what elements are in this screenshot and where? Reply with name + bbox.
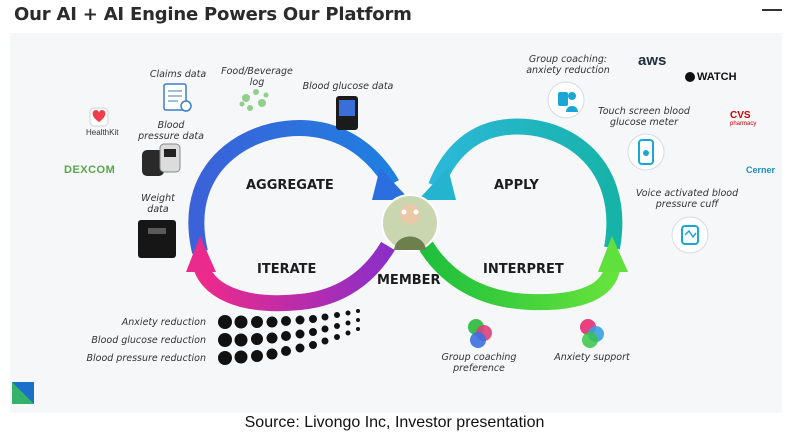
coaching-icon <box>547 81 585 119</box>
slide-title: Our AI + AI Engine Powers Our Platform <box>14 4 412 25</box>
dexcom-logo: DEXCOM <box>64 164 116 176</box>
infinity-loop-diagram <box>12 72 709 404</box>
apple-logo-icon <box>685 72 695 82</box>
claims-data-label: Claims data <box>149 69 207 80</box>
apple-watch-logo: WATCH <box>697 71 737 83</box>
weight-data-label: Weight data <box>141 193 175 215</box>
healthkit-label: HealthKit <box>86 128 119 137</box>
interpret-arrowhead <box>598 236 628 272</box>
cvs-logo: CVS <box>730 110 751 121</box>
menu-dash <box>762 9 782 11</box>
iterate-arc <box>192 241 395 312</box>
touch-meter-icon <box>627 133 665 171</box>
food-log-label: Food/Beverage log <box>221 66 293 88</box>
interpret-arc <box>419 241 621 311</box>
center-member-label: MEMBER <box>377 273 441 288</box>
glucose-meter-icon <box>336 96 358 130</box>
group-coaching-preference-label: Group coaching preference <box>441 352 517 374</box>
coaching-label: Group coaching: anxiety reduction <box>526 54 610 76</box>
group-coaching-preference-icon <box>468 319 492 348</box>
bp-cuff-label: Voice activated blood pressure cuff <box>635 188 739 210</box>
bp-cuff-icon <box>671 216 709 254</box>
iterate-item: Blood glucose reduction <box>91 335 206 346</box>
iterate-item: Blood pressure reduction <box>86 353 206 364</box>
aggregate-arc <box>188 120 399 254</box>
cerner-logo: Cerner <box>746 165 776 175</box>
food-log-icon <box>239 89 269 111</box>
anxiety-support-label: Anxiety support <box>554 352 630 363</box>
livongo-logo <box>12 382 34 404</box>
cvs-pharmacy-sub: pharmacy <box>730 121 757 127</box>
slide: Our AI + AI Engine Powers Our Platform <box>12 4 782 404</box>
touch-meter-label: Touch screen blood glucose meter <box>598 106 690 128</box>
aggregate-arrowhead <box>372 168 410 200</box>
iterate-item: Anxiety reduction <box>121 317 206 328</box>
scale-icon <box>138 220 176 258</box>
stage-iterate: ITERATE <box>257 262 317 277</box>
bp-monitor-icon <box>142 143 181 176</box>
anxiety-support-icon <box>580 319 604 348</box>
apply-arrowhead <box>418 168 456 200</box>
stage-apply: APPLY <box>494 178 539 193</box>
iterate-arrowhead <box>186 236 216 272</box>
iterate-dots <box>218 309 360 365</box>
stage-aggregate: AGGREGATE <box>246 178 334 193</box>
stage-interpret: INTERPRET <box>483 262 564 277</box>
claims-icon <box>163 83 192 112</box>
healthkit-icon <box>89 107 109 127</box>
bp-data-label: Blood pressure data <box>138 120 204 142</box>
apply-arc <box>428 118 623 250</box>
glucose-data-label: Blood glucose data <box>302 81 394 92</box>
source-caption: Source: Livongo Inc, Investor presentati… <box>244 414 545 431</box>
aws-logo: aws <box>638 52 667 69</box>
